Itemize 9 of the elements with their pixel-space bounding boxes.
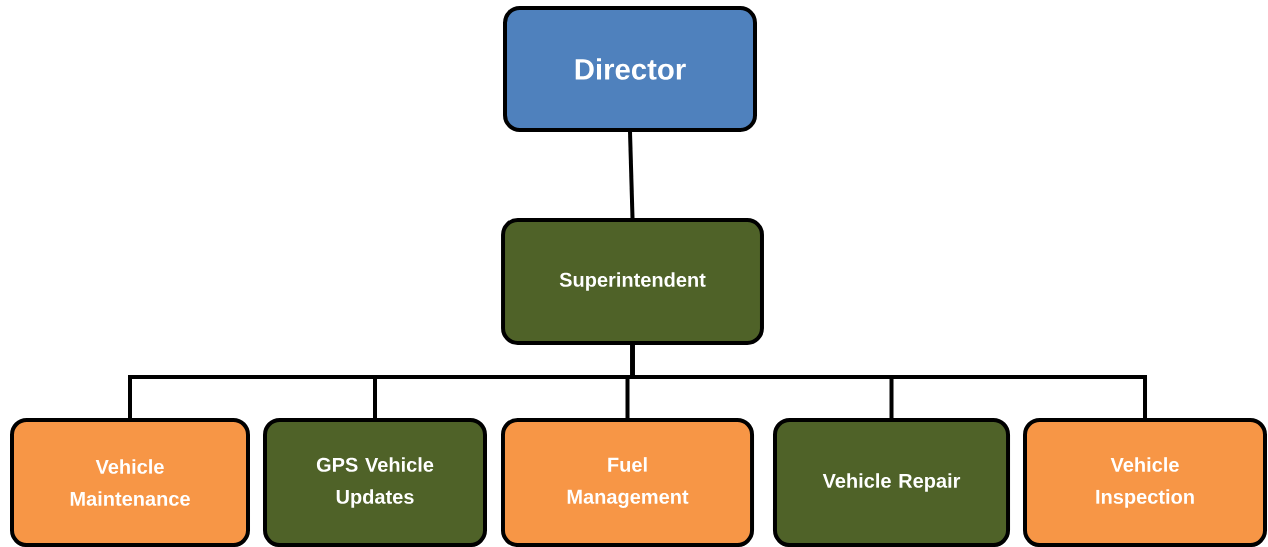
role-box: Vehicle Maintenance	[10, 417, 250, 547]
connector-line	[628, 131, 635, 219]
role-box: Director	[503, 6, 757, 132]
role-box: Vehicle Inspection	[1023, 417, 1267, 547]
role-box: Fuel Management	[500, 417, 755, 547]
role-box: Vehicle Repair	[773, 417, 1011, 547]
connector-line	[630, 344, 1147, 418]
role-box: Superintendent	[501, 218, 764, 345]
role-box: GPS Vehicle Updates	[263, 417, 487, 547]
